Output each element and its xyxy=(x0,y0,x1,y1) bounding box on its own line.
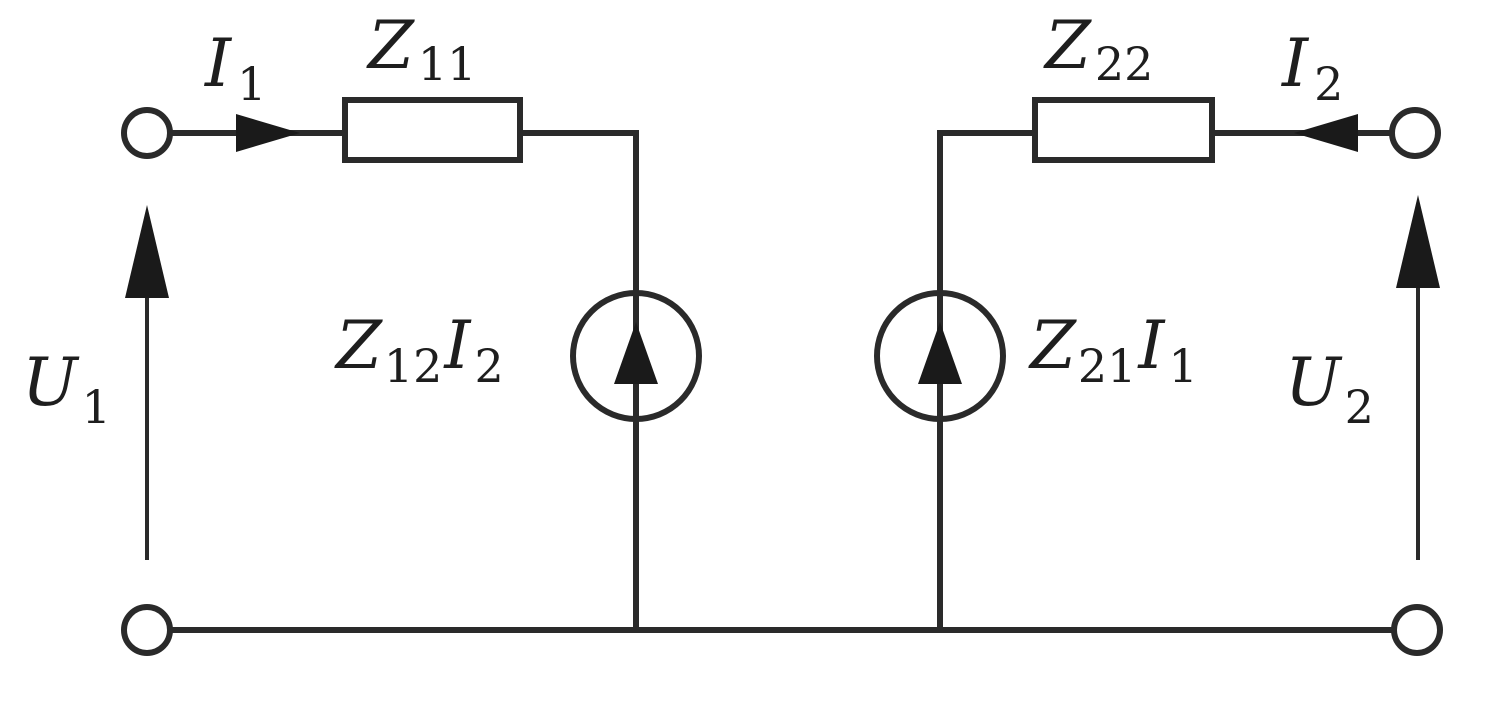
current-i2-arrow-icon xyxy=(1294,114,1358,152)
source-right-arrow-icon xyxy=(918,322,962,384)
terminal-port1-bottom xyxy=(121,604,173,656)
label-source-right: Z21I1 xyxy=(1028,307,1198,393)
label-source-left: Z12I2 xyxy=(334,307,504,393)
wire-z22-to-source xyxy=(937,130,1038,303)
source-left-arrow-icon xyxy=(614,322,658,384)
terminal-port2-top xyxy=(1389,107,1441,159)
label-u2: U2 xyxy=(1285,344,1374,434)
current-i1-arrow-icon xyxy=(236,114,300,152)
terminal-port2-bottom xyxy=(1391,604,1443,656)
label-z22: Z22 xyxy=(1043,7,1153,91)
wire-z11-to-source xyxy=(517,130,639,303)
terminal-port1-top xyxy=(121,107,173,159)
label-u1: U1 xyxy=(22,344,111,434)
impedance-z11 xyxy=(342,97,523,163)
voltage-u2-arrow-icon xyxy=(1396,195,1440,288)
impedance-z22 xyxy=(1032,97,1215,163)
label-z11: Z11 xyxy=(366,7,476,91)
voltage-u1-arrow-icon xyxy=(125,205,169,298)
